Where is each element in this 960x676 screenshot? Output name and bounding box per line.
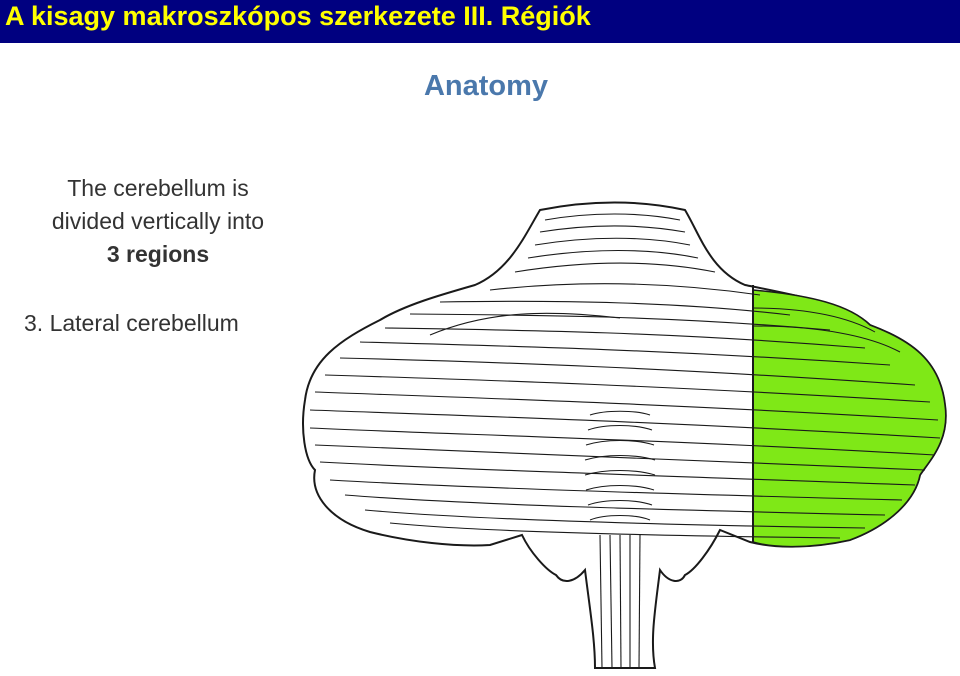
lateral-folia-lines — [753, 307, 901, 353]
regions-emphasis: 3 regions — [106, 241, 210, 267]
description-line-1: The cerebellum is — [67, 175, 249, 201]
title-bar: A kisagy makroszkópos szerkezete III. Ré… — [0, 0, 960, 43]
description-line-2: divided vertically into — [51, 208, 265, 234]
folia-lines — [309, 213, 941, 669]
region-label: 3. Lateral cerebellum — [24, 310, 239, 336]
slide-title: A kisagy makroszkópos szerkezete III. Ré… — [5, 1, 591, 31]
figure-description: The cerebellum is divided vertically int… — [20, 172, 296, 271]
lateral-cerebellum-region — [752, 289, 947, 548]
figure-heading: Anatomy — [423, 70, 549, 102]
cerebellum-illustration — [302, 201, 947, 669]
